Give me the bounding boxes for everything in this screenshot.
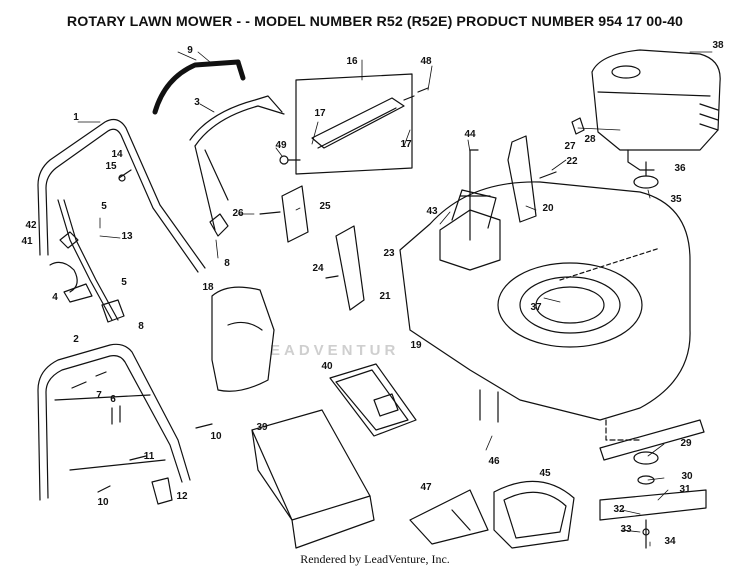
callout-12: 12 bbox=[176, 491, 188, 502]
callout-30: 30 bbox=[681, 471, 693, 482]
callout-18: 18 bbox=[202, 282, 214, 293]
callout-8b: 8 bbox=[138, 321, 144, 332]
callout-38: 38 bbox=[712, 40, 724, 51]
callout-35: 35 bbox=[670, 194, 682, 205]
callout-6: 6 bbox=[110, 394, 116, 405]
callout-19: 19 bbox=[410, 340, 422, 351]
callout-33: 33 bbox=[620, 524, 632, 535]
callout-32: 32 bbox=[613, 504, 625, 515]
callout-17: 17 bbox=[314, 108, 326, 119]
callout-47: 47 bbox=[420, 482, 432, 493]
callout-16: 16 bbox=[346, 56, 358, 67]
callout-15: 15 bbox=[105, 161, 117, 172]
callout-23: 23 bbox=[383, 248, 395, 259]
callout-39: 39 bbox=[256, 422, 268, 433]
callout-20: 20 bbox=[542, 203, 554, 214]
upper-handle bbox=[37, 118, 206, 321]
callout-11: 11 bbox=[143, 451, 155, 462]
callout-36: 36 bbox=[674, 163, 686, 174]
callout-5: 5 bbox=[101, 201, 107, 212]
callout-27: 27 bbox=[564, 141, 576, 152]
callout-24: 24 bbox=[312, 263, 324, 274]
footer-credit: Rendered by LeadVenture, Inc. bbox=[300, 552, 450, 566]
brackets bbox=[259, 117, 585, 311]
callout-21: 21 bbox=[379, 291, 391, 302]
callout-2: 2 bbox=[73, 334, 79, 345]
callout-40: 40 bbox=[321, 361, 333, 372]
callout-8: 8 bbox=[224, 258, 230, 269]
lower-handle bbox=[37, 343, 191, 501]
handle-hardware bbox=[49, 169, 229, 505]
blade-assembly bbox=[599, 419, 707, 549]
callout-41: 41 bbox=[21, 236, 33, 247]
callout-10b: 10 bbox=[97, 497, 109, 508]
engine bbox=[591, 49, 721, 189]
callout-13: 13 bbox=[121, 231, 133, 242]
callout-37: 37 bbox=[530, 302, 542, 313]
callout-14: 14 bbox=[111, 149, 123, 160]
callout-46: 46 bbox=[488, 456, 500, 467]
callout-42: 42 bbox=[25, 220, 37, 231]
exploded-box bbox=[279, 73, 429, 175]
rear-flap bbox=[211, 286, 275, 392]
callout-31: 31 bbox=[679, 484, 691, 495]
callout-7: 7 bbox=[96, 390, 102, 401]
watermark: EADVENTUR bbox=[270, 342, 400, 359]
leader-lines bbox=[77, 51, 713, 547]
callout-3: 3 bbox=[194, 97, 200, 108]
callout-9: 9 bbox=[187, 45, 193, 56]
callout-44: 44 bbox=[464, 129, 476, 140]
callout-10: 10 bbox=[210, 431, 222, 442]
callout-49: 49 bbox=[275, 140, 287, 151]
callout-4: 4 bbox=[52, 292, 58, 303]
callout-22: 22 bbox=[566, 156, 578, 167]
callout-25: 25 bbox=[319, 201, 331, 212]
callout-1: 1 bbox=[73, 112, 79, 123]
callout-17b: 17 bbox=[400, 139, 412, 150]
callout-45: 45 bbox=[539, 468, 551, 479]
callout-5b: 5 bbox=[121, 277, 127, 288]
grass-bag bbox=[251, 409, 375, 549]
side-cover bbox=[493, 480, 575, 549]
callout-28: 28 bbox=[584, 134, 596, 145]
callout-48: 48 bbox=[420, 56, 432, 67]
side-chute bbox=[409, 489, 489, 545]
callout-34: 34 bbox=[664, 536, 676, 547]
callout-26: 26 bbox=[232, 208, 244, 219]
grip-bar bbox=[152, 59, 285, 231]
bag-frame bbox=[329, 363, 417, 437]
diagram-title: ROTARY LAWN MOWER - - MODEL NUMBER R52 (… bbox=[66, 14, 684, 30]
callout-43: 43 bbox=[426, 206, 438, 217]
callout-29: 29 bbox=[680, 438, 692, 449]
mower-deck bbox=[399, 149, 691, 441]
